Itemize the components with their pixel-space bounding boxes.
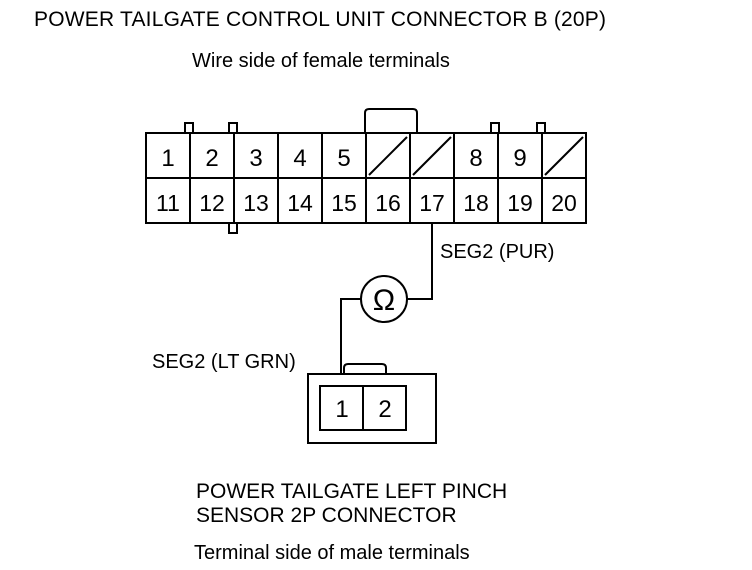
terminal-11: 11 xyxy=(156,190,180,216)
empty-cavity-7 xyxy=(412,136,452,176)
terminal-18: 18 xyxy=(463,190,489,216)
terminal-16: 16 xyxy=(375,190,401,216)
sensor-connector-name-line2: SENSOR 2P CONNECTOR xyxy=(196,504,457,527)
sensor-connector-latch xyxy=(343,363,387,375)
sensor-connector-view-caption: Terminal side of male terminals xyxy=(194,542,470,564)
terminal-4: 4 xyxy=(293,145,306,172)
sensor-connector xyxy=(307,363,437,444)
terminal-8: 8 xyxy=(469,145,482,172)
diagram-title: POWER TAILGATE CONTROL UNIT CONNECTOR B … xyxy=(34,8,607,31)
wire-label-lt-grn: SEG2 (LT GRN) xyxy=(152,351,296,373)
terminal-15: 15 xyxy=(331,190,357,216)
ohm-symbol: Ω xyxy=(373,284,395,317)
sensor-terminal-1: 1 xyxy=(335,396,348,423)
sensor-connector-name-line1: POWER TAILGATE LEFT PINCH xyxy=(196,480,508,503)
terminal-14: 14 xyxy=(287,190,313,216)
terminal-17: 17 xyxy=(419,190,445,216)
terminal-9: 9 xyxy=(513,145,526,172)
empty-cavity-6 xyxy=(368,136,408,176)
wire-label-pur: SEG2 (PUR) xyxy=(440,241,555,263)
terminal-1: 1 xyxy=(161,145,174,172)
connector-b xyxy=(145,108,587,234)
terminal-19: 19 xyxy=(507,190,533,216)
ohmmeter-icon xyxy=(360,275,408,323)
terminal-3: 3 xyxy=(249,145,262,172)
terminal-13: 13 xyxy=(243,190,269,216)
terminal-2: 2 xyxy=(205,145,218,172)
terminal-12: 12 xyxy=(199,190,225,216)
terminal-20: 20 xyxy=(551,190,577,216)
wire-seg2-pur xyxy=(407,223,433,300)
sensor-terminal-2: 2 xyxy=(378,396,391,423)
terminal-5: 5 xyxy=(337,145,350,172)
connector-b-view-caption: Wire side of female terminals xyxy=(192,50,450,72)
connector-b-latch xyxy=(364,108,418,134)
empty-cavity-10 xyxy=(544,136,584,176)
wire-seg2-lt-grn xyxy=(340,298,361,374)
